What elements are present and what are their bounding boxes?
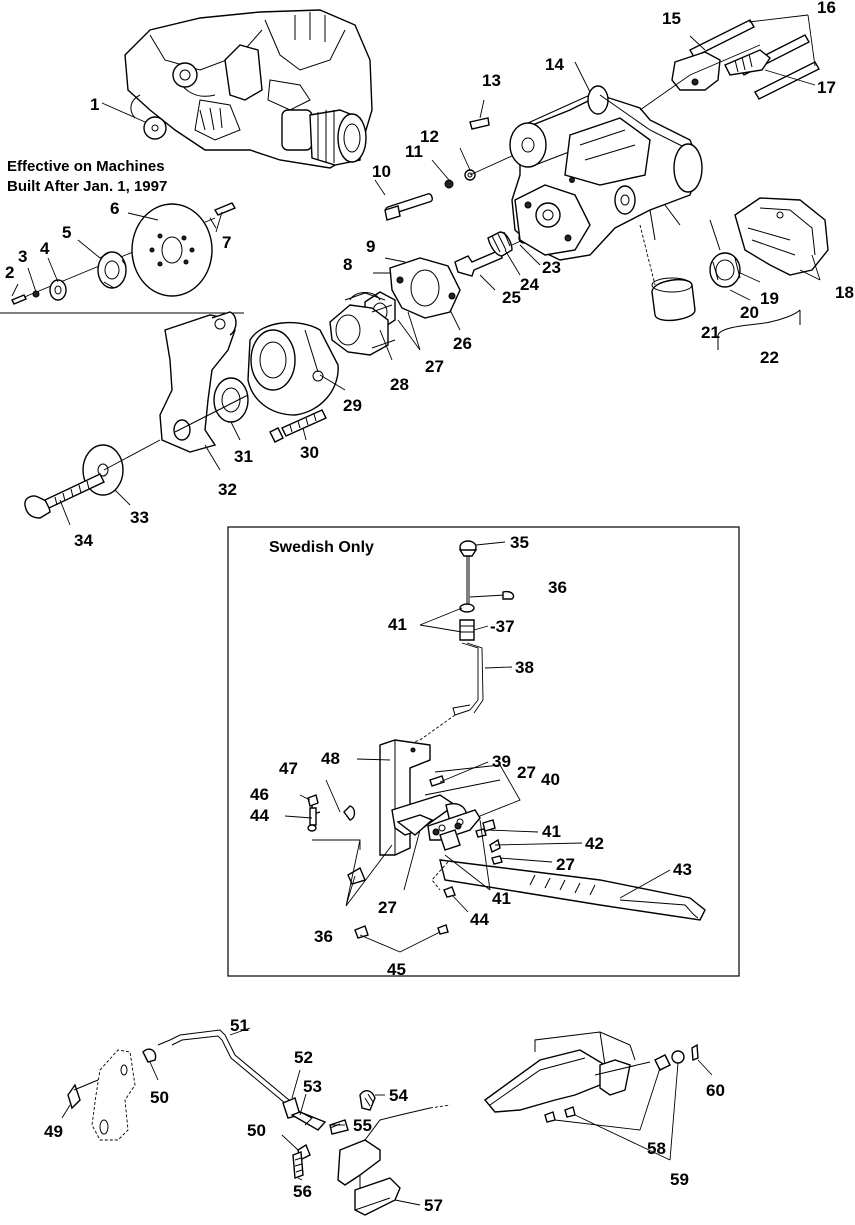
callout-16: 16	[817, 0, 836, 17]
callout-20: 20	[740, 303, 759, 322]
callout-8: 8	[343, 255, 352, 274]
chaincase-housing	[509, 61, 703, 261]
callout-10: 10	[372, 162, 391, 181]
callout-35: 35	[510, 533, 529, 552]
callout-36b: 36	[314, 927, 333, 946]
callout-25: 25	[502, 288, 521, 307]
callout-30: 30	[300, 443, 319, 462]
callout-44b: 44	[470, 910, 489, 929]
callout-48: 48	[321, 749, 340, 768]
callout-27c: 27	[556, 855, 575, 874]
callout-31: 31	[234, 447, 253, 466]
callout-17: 17	[817, 78, 836, 97]
engine-block	[101, 9, 373, 169]
brake-pedal-linkage	[67, 1029, 713, 1216]
callout-55: 55	[353, 1116, 372, 1135]
callout-3: 3	[18, 247, 27, 266]
callout-52: 52	[294, 1048, 313, 1067]
date-note-line1: Effective on Machines	[7, 158, 165, 175]
callout-56: 56	[293, 1182, 312, 1201]
callout-27b: 27	[517, 763, 536, 782]
callout-58: 58	[647, 1139, 666, 1158]
callout-28: 28	[390, 375, 409, 394]
callout-50b: 50	[247, 1121, 266, 1140]
callout-15: 15	[662, 9, 681, 28]
callout-27d: 27	[378, 898, 397, 917]
swedish-linkage-parts	[307, 540, 706, 953]
callout-41b: 41	[542, 822, 561, 841]
callout-46: 46	[250, 785, 269, 804]
callout-60: 60	[706, 1081, 725, 1100]
callout-59: 59	[670, 1170, 689, 1189]
callout-22: 22	[760, 348, 779, 367]
callout-labels: 1 2 3 4 5 6 7 8 9 10 11 12 13 14 15 16 1…	[5, 0, 854, 1215]
spring-pin-parts	[454, 231, 541, 277]
callout-18: 18	[835, 283, 854, 302]
callout-21: 21	[701, 323, 720, 342]
shaft-parts	[639, 14, 820, 111]
swedish-only-label: Swedish Only	[269, 539, 374, 556]
brake-caliper-parts	[364, 117, 526, 331]
callout-36a: 36	[548, 578, 567, 597]
callout-23: 23	[542, 258, 561, 277]
swedish-only-box	[227, 526, 740, 977]
callout-41c: 41	[492, 889, 511, 908]
callout-57: 57	[424, 1196, 443, 1215]
callout-50a: 50	[150, 1088, 169, 1107]
drive-bracket-parts	[639, 197, 829, 350]
callout-37: -37	[490, 617, 515, 636]
callout-41a: 41	[388, 615, 407, 634]
callout-11: 11	[405, 142, 423, 161]
disc-assembly	[11, 202, 237, 305]
callout-47: 47	[279, 759, 298, 778]
date-note-line2: Built After Jan. 1, 1997	[7, 178, 167, 195]
callout-44a: 44	[250, 806, 269, 825]
callout-1: 1	[90, 95, 99, 114]
callout-2: 2	[5, 263, 14, 282]
callout-5: 5	[62, 223, 71, 242]
callout-53: 53	[303, 1077, 322, 1096]
leader-lines	[11, 99, 671, 1206]
callout-39: 39	[492, 752, 511, 771]
callout-26: 26	[453, 334, 472, 353]
callout-6: 6	[110, 199, 119, 218]
callout-38: 38	[515, 658, 534, 677]
callout-14: 14	[545, 55, 564, 74]
callout-9: 9	[366, 237, 375, 256]
callout-29: 29	[343, 396, 362, 415]
callout-49: 49	[44, 1122, 63, 1141]
callout-19: 19	[760, 289, 779, 308]
callout-43: 43	[673, 860, 692, 879]
callout-40: 40	[541, 770, 560, 789]
callout-24: 24	[520, 275, 539, 294]
callout-45: 45	[387, 960, 406, 979]
callout-42: 42	[585, 834, 604, 853]
callout-27a: 27	[425, 357, 444, 376]
callout-51: 51	[230, 1016, 249, 1035]
callout-32: 32	[218, 480, 237, 499]
callout-4: 4	[40, 239, 50, 258]
callout-12: 12	[420, 127, 439, 146]
callout-54: 54	[389, 1086, 408, 1105]
callout-34: 34	[74, 531, 93, 550]
callout-13: 13	[482, 71, 501, 90]
callout-33: 33	[130, 508, 149, 527]
callout-7: 7	[222, 233, 231, 252]
brake-assembly-parts	[24, 292, 396, 519]
